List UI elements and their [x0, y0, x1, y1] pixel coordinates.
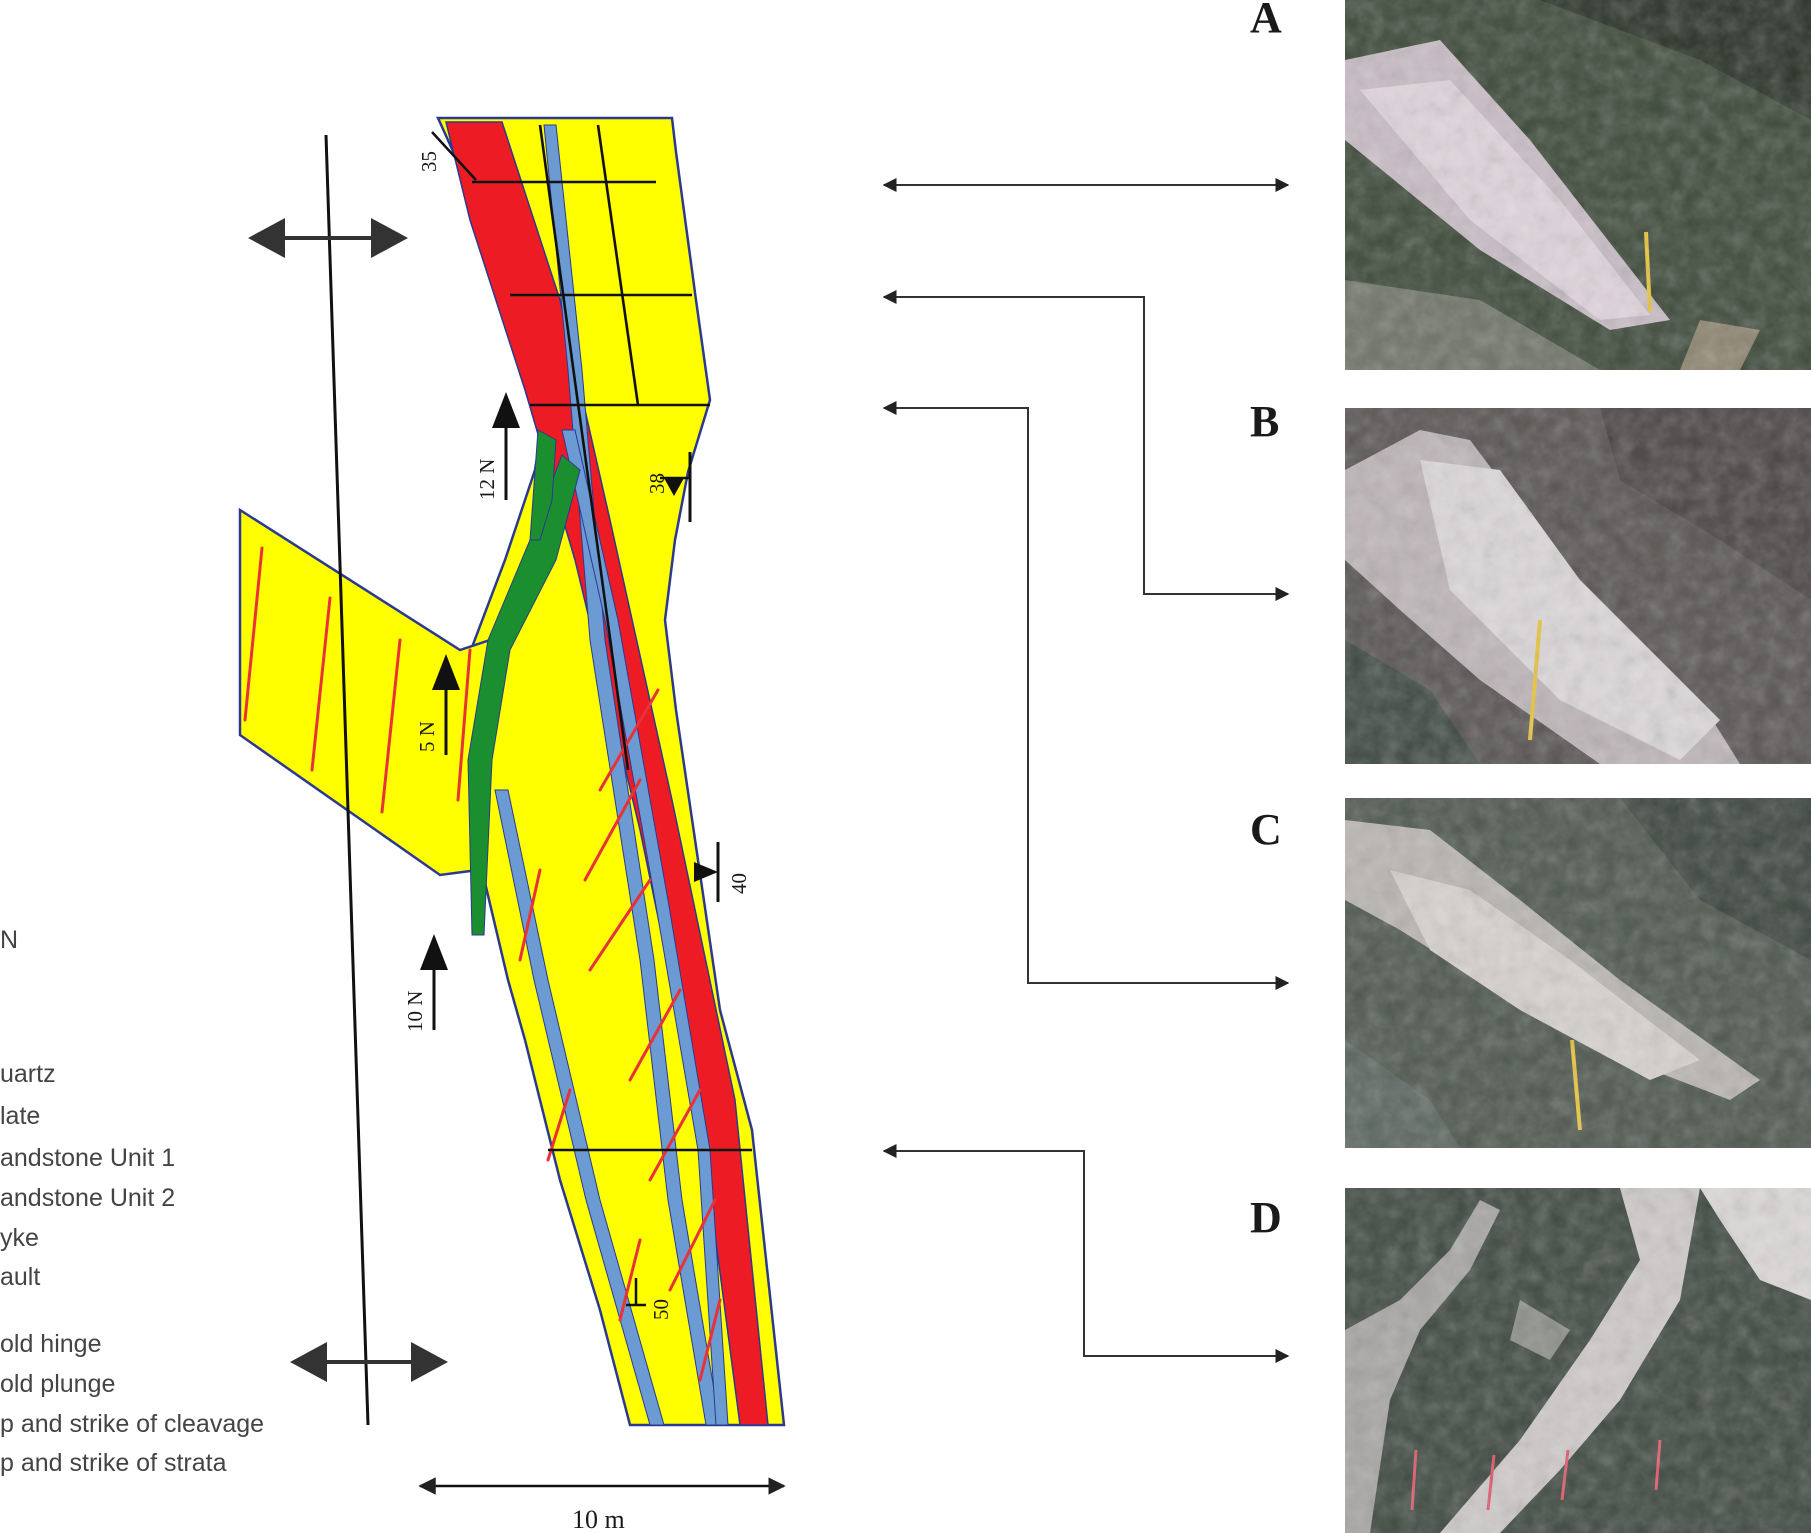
legend-dyke: yke: [0, 1224, 39, 1252]
fold-hinge-arrow-bottom: [290, 1342, 448, 1382]
legend-sandstone-1: andstone Unit 1: [0, 1144, 175, 1172]
photo-c: [1345, 798, 1811, 1148]
photo-d: [1345, 1188, 1811, 1533]
fold-plunge-12n: 12 N: [475, 392, 520, 500]
panel-label-c: C: [1250, 805, 1282, 854]
fold-hinge-arrow-top: [248, 218, 408, 258]
slate-band-3: [494, 789, 665, 1426]
legend-fault: ault: [0, 1263, 40, 1291]
legend-quartz: uartz: [0, 1060, 56, 1088]
fold-plunge-10n: 10 N: [403, 934, 448, 1032]
plunge-5n-label: 5 N: [415, 721, 439, 752]
dykes: [243, 546, 722, 1382]
photo-a: [1345, 0, 1811, 370]
plunge-12n-label: 12 N: [475, 459, 499, 500]
faults: [472, 124, 752, 1152]
dip-38-label: 38: [645, 473, 669, 494]
slate-band-2: [561, 429, 729, 1426]
strike-symbol-50: 50: [626, 1278, 673, 1320]
connector-arrows: [882, 178, 1290, 1363]
fold-plunge-5n: 5 N: [415, 654, 460, 755]
geological-map: 12 N 5 N 10 N 35 38 40: [238, 116, 786, 1533]
legend-cleavage: p and strike of cleavage: [0, 1410, 264, 1438]
scale-bar: 10 m: [418, 1477, 786, 1533]
legend: N uartz late andstone Unit 1 andstone Un…: [0, 926, 264, 1477]
green-unit-small: [529, 429, 557, 541]
strike-symbol-38: 38: [645, 452, 692, 522]
panel-label-a: A: [1250, 0, 1282, 42]
panel-label-d: D: [1250, 1193, 1282, 1242]
legend-sandstone-2: andstone Unit 2: [0, 1184, 175, 1212]
green-unit: [467, 454, 581, 936]
photo-b: [1345, 408, 1811, 764]
legend-fold-hinge: old hinge: [0, 1330, 101, 1358]
connector-b: [882, 290, 1290, 601]
legend-fold-plunge: old plunge: [0, 1370, 115, 1398]
panel-label-b: B: [1250, 397, 1279, 446]
dip-35-label: 35: [417, 151, 441, 172]
scale-label: 10 m: [572, 1505, 625, 1533]
dip-50-label: 50: [649, 1299, 673, 1320]
strike-symbol-35: 35: [417, 131, 477, 181]
connector-c: [882, 401, 1290, 990]
strike-symbol-40: 40: [694, 842, 751, 902]
legend-strata: p and strike of strata: [0, 1449, 227, 1477]
dip-40-label: 40: [727, 873, 751, 894]
fold-hinge-line: [324, 134, 370, 1426]
plunge-10n-label: 10 N: [403, 991, 427, 1032]
connector-d: [882, 1144, 1290, 1363]
north-fragment: N: [0, 926, 18, 954]
legend-slate: late: [0, 1102, 40, 1130]
photo-panels: A B C: [1250, 0, 1811, 1533]
